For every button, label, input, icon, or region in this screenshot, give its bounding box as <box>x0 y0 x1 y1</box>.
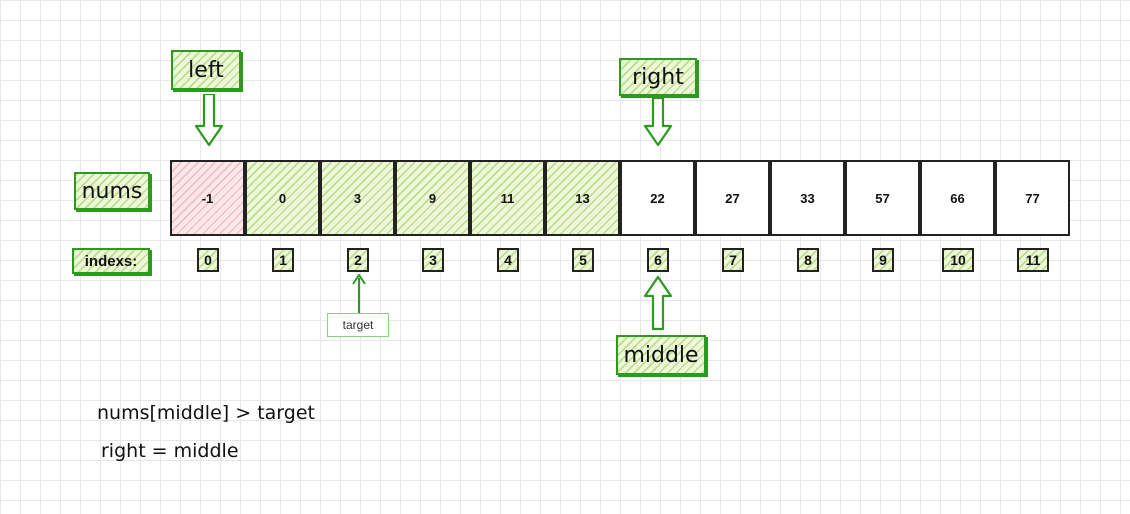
nums-cell-value: 57 <box>875 190 890 206</box>
index-value: 6 <box>654 252 662 268</box>
index-value: 5 <box>579 252 587 268</box>
assignment-text: right = middle <box>101 440 239 462</box>
index-value: 7 <box>729 252 737 268</box>
nums-label-text: nums <box>81 178 143 204</box>
middle-up-arrow-icon <box>643 275 673 331</box>
index-box: 9 <box>872 248 894 272</box>
index-box: 8 <box>797 248 819 272</box>
nums-cell-value: 66 <box>950 190 965 206</box>
nums-cell: 3 <box>320 160 395 236</box>
index-box: 11 <box>1017 248 1049 272</box>
right-down-arrow-icon <box>643 98 673 147</box>
index-box: 0 <box>197 248 219 272</box>
nums-cell: 66 <box>920 160 995 236</box>
index-value: 1 <box>279 252 287 268</box>
nums-cell: 22 <box>620 160 695 236</box>
middle-pointer-label: middle <box>616 335 706 375</box>
nums-cell-value: 22 <box>650 190 665 206</box>
index-value: 9 <box>879 252 887 268</box>
index-value: 10 <box>950 252 966 268</box>
nums-cell: 33 <box>770 160 845 236</box>
condition-text: nums[middle] > target <box>97 402 315 424</box>
nums-cell-value: 13 <box>575 190 590 206</box>
nums-cell-value: 77 <box>1025 190 1040 206</box>
nums-row-label: nums <box>74 172 150 210</box>
index-box: 1 <box>272 248 294 272</box>
nums-cell: 77 <box>995 160 1070 236</box>
nums-cell-value: 9 <box>428 190 437 206</box>
index-box: 5 <box>572 248 594 272</box>
middle-label-text: middle <box>623 342 699 368</box>
nums-cell: 27 <box>695 160 770 236</box>
nums-cell-value: 3 <box>353 190 362 206</box>
nums-cell: 9 <box>395 160 470 236</box>
index-box: 4 <box>497 248 519 272</box>
index-value: 3 <box>429 252 437 268</box>
index-box: 3 <box>422 248 444 272</box>
nums-cell-value: 33 <box>800 190 815 206</box>
index-value: 4 <box>504 252 512 268</box>
target-note-text: target <box>342 318 374 332</box>
nums-cell: 13 <box>545 160 620 236</box>
nums-cell: 57 <box>845 160 920 236</box>
index-value: 0 <box>204 252 212 268</box>
nums-cell: 11 <box>470 160 545 236</box>
target-note: target <box>327 313 389 337</box>
right-label-text: right <box>632 64 684 90</box>
index-value: 2 <box>354 252 362 268</box>
index-box: 10 <box>942 248 974 272</box>
left-down-arrow-icon <box>194 94 224 147</box>
index-box: 6 <box>647 248 669 272</box>
nums-cell-value: 11 <box>500 190 515 206</box>
indexs-row-label: indexs: <box>72 248 150 274</box>
left-label-text: left <box>188 57 224 83</box>
nums-cell: -1 <box>170 160 245 236</box>
nums-cell-value: 27 <box>725 190 740 206</box>
index-box: 2 <box>347 248 369 272</box>
indexs-label-text: indexs: <box>84 252 138 270</box>
index-box: 7 <box>722 248 744 272</box>
left-pointer-label: left <box>171 50 241 90</box>
index-value: 11 <box>1025 252 1041 268</box>
right-pointer-label: right <box>619 58 697 96</box>
nums-cell-value: 0 <box>278 190 287 206</box>
index-value: 8 <box>804 252 812 268</box>
nums-cell-value: -1 <box>201 190 214 206</box>
nums-cell: 0 <box>245 160 320 236</box>
target-up-arrow-icon <box>352 274 366 314</box>
